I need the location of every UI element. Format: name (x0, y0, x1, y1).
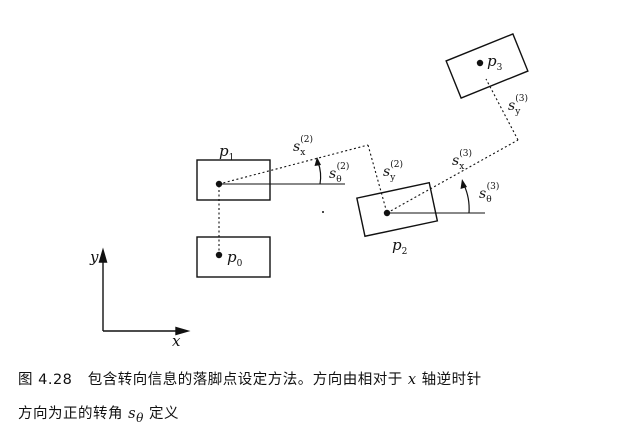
coordinate-axes (98, 247, 191, 336)
theta-3-arrowhead (460, 179, 467, 189)
footstep-p3: p3 (445, 33, 529, 99)
foot-label-p1: p1 (219, 142, 234, 163)
footstep-diagram: y x p0 p1 p2 p3 (89, 33, 529, 350)
x-axis-label: x (172, 332, 181, 350)
foot-rect-p2 (356, 181, 439, 238)
caption-line-2-text-b: 定义 (143, 406, 179, 422)
y-axis-label: y (89, 248, 99, 266)
connector-sx2-p2 (367, 144, 388, 214)
foot-label-p0: p0 (227, 248, 243, 269)
connector-p2-sx3 (386, 139, 519, 214)
x-axis-arrow (175, 326, 191, 336)
foot-rect-p1 (196, 159, 271, 201)
caption-line-1-math: x (407, 372, 417, 388)
figure-caption: 图 4.28 包含转向信息的落脚点设定方法。方向由相对于 x 轴逆时针 方向为正… (18, 363, 613, 435)
annotation-st2: sθ(2) (329, 161, 349, 185)
foot-label-p2: p2 (392, 236, 407, 257)
caption-line-2: 方向为正的转角 sθ 定义 (18, 397, 613, 435)
foot-center-p0 (215, 251, 223, 259)
caption-line-1-text-b: 轴逆时针 (416, 372, 482, 388)
annotation-st3: sθ(3) (479, 181, 499, 205)
annotation-sx3: sx(3) (452, 148, 472, 172)
foot-label-p3: p3 (487, 52, 503, 73)
annotation-sy3: sy(3) (508, 93, 528, 117)
foot-rect-p0 (196, 236, 271, 278)
caption-line-2-math-sub: θ (136, 410, 144, 425)
foot-center-p3 (476, 59, 484, 67)
caption-line-2-text-a: 方向为正的转角 (18, 406, 129, 422)
foot-rect-p3 (445, 33, 529, 99)
foot-center-p1 (215, 180, 223, 188)
y-axis-arrow (98, 247, 108, 263)
annotation-sx2: sx(2) (293, 134, 313, 158)
caption-line-1: 图 4.28 包含转向信息的落脚点设定方法。方向由相对于 x 轴逆时针 (18, 363, 613, 397)
foot-center-p2 (383, 209, 391, 217)
connector-lines (218, 78, 519, 255)
footstep-p2: p2 (356, 181, 485, 257)
connector-p1-sx2 (218, 144, 369, 185)
caption-line-2-math: s (128, 406, 137, 422)
annotation-sy2: sy(2) (383, 159, 403, 183)
footstep-p0: p0 (196, 236, 271, 278)
stray-dot (322, 211, 324, 213)
caption-line-1-text-a: 图 4.28 包含转向信息的落脚点设定方法。方向由相对于 (18, 372, 408, 388)
theta-3-arc (463, 184, 470, 214)
theta-2-arrowhead (314, 157, 321, 166)
footstep-p1: p1 (196, 142, 345, 201)
